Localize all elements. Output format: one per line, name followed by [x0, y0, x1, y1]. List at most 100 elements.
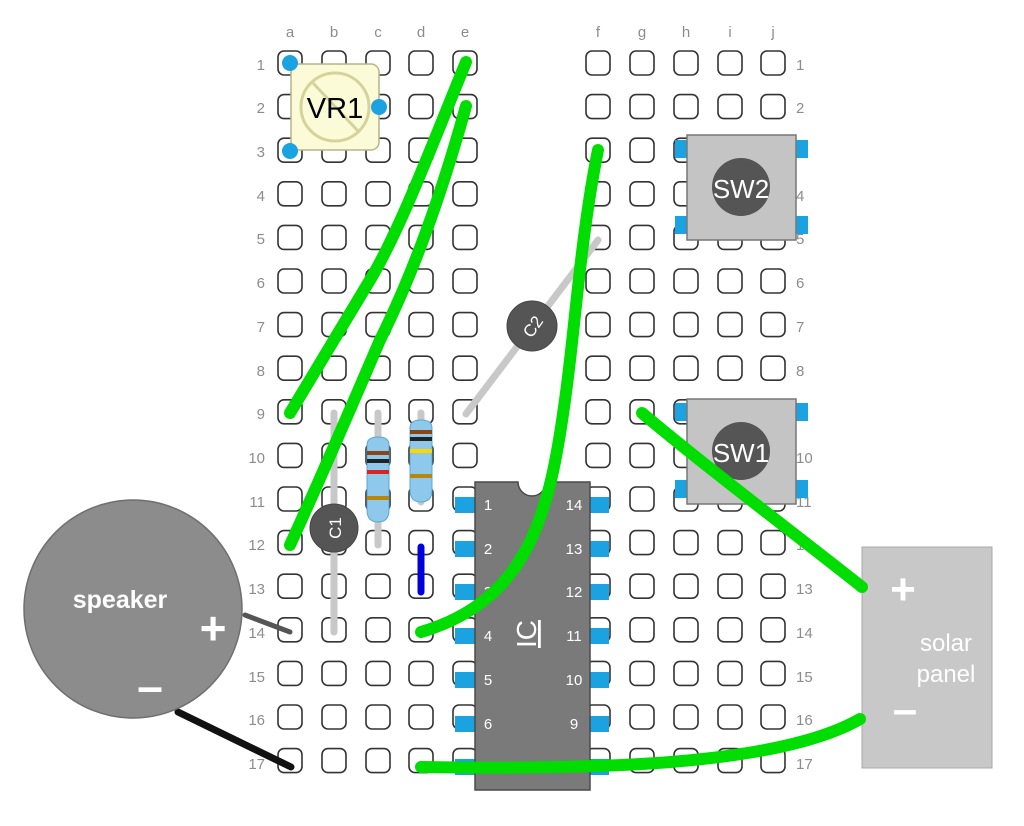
hole-i15[interactable] — [717, 660, 743, 687]
hole-g12[interactable] — [629, 529, 655, 556]
hole-i12[interactable] — [717, 529, 743, 556]
hole-c17[interactable] — [365, 747, 391, 774]
green-wire-d17-solar-minus[interactable] — [415, 713, 866, 774]
hole-h14[interactable] — [673, 616, 699, 643]
hole-a16[interactable] — [277, 704, 303, 730]
hole-f1[interactable] — [585, 50, 611, 76]
switch-sw2[interactable]: SW2 — [675, 134, 808, 241]
hole-a7[interactable] — [277, 311, 303, 338]
hole-d1[interactable] — [408, 50, 434, 76]
hole-a8[interactable] — [277, 355, 303, 382]
hole-g6[interactable] — [629, 268, 655, 294]
green-wire-f3-d14[interactable] — [415, 144, 604, 638]
hole-h8[interactable] — [673, 355, 699, 382]
hole-b17[interactable] — [321, 747, 347, 774]
hole-j2[interactable] — [760, 93, 786, 120]
hole-b5[interactable] — [321, 224, 347, 251]
capacitor-c2[interactable]: C2 — [462, 236, 602, 418]
hole-i14[interactable] — [717, 616, 743, 643]
resistor-d[interactable] — [409, 409, 433, 506]
hole-i1[interactable] — [717, 50, 743, 76]
hole-f9[interactable] — [585, 398, 611, 425]
hole-d2[interactable] — [408, 93, 434, 120]
hole-a13[interactable] — [277, 573, 303, 600]
hole-h6[interactable] — [673, 268, 699, 294]
hole-c13[interactable] — [365, 573, 391, 600]
hole-f7[interactable] — [585, 311, 611, 338]
hole-b6[interactable] — [321, 268, 347, 294]
hole-j13[interactable] — [760, 573, 786, 600]
hole-h15[interactable] — [673, 660, 699, 687]
hole-c15[interactable] — [365, 660, 391, 687]
hole-g13[interactable] — [629, 573, 655, 600]
vr1-potentiometer[interactable]: VR1 — [282, 55, 387, 159]
hole-h13[interactable] — [673, 573, 699, 600]
hole-g10[interactable] — [629, 442, 655, 469]
hole-d15[interactable] — [408, 660, 434, 687]
ic-pin-13-leg — [589, 541, 609, 557]
hole-b16[interactable] — [321, 704, 347, 730]
hole-h7[interactable] — [673, 311, 699, 338]
hole-b4[interactable] — [321, 181, 347, 207]
hole-h12[interactable] — [673, 529, 699, 556]
hole-g3[interactable] — [629, 137, 655, 163]
hole-j6[interactable] — [760, 268, 786, 294]
hole-h16[interactable] — [673, 704, 699, 730]
hole-j15[interactable] — [760, 660, 786, 687]
hole-g4[interactable] — [629, 181, 655, 207]
hole-a5[interactable] — [277, 224, 303, 251]
hole-e7[interactable] — [452, 311, 478, 338]
hole-f10[interactable] — [585, 442, 611, 469]
hole-g11[interactable] — [629, 486, 655, 512]
hole-d8[interactable] — [408, 355, 434, 382]
hole-e6[interactable] — [452, 268, 478, 294]
hole-h2[interactable] — [673, 93, 699, 120]
hole-i2[interactable] — [717, 93, 743, 120]
hole-g5[interactable] — [629, 224, 655, 251]
row-labels-left: 1 2 3 4 5 6 7 8 9 10 11 12 13 14 15 16 1… — [248, 57, 265, 773]
hole-d16[interactable] — [408, 704, 434, 730]
green-wire-e1-a9[interactable] — [284, 56, 472, 419]
hole-i6[interactable] — [717, 268, 743, 294]
resistor-c[interactable] — [366, 409, 390, 549]
hole-g16[interactable] — [629, 704, 655, 730]
hole-c16[interactable] — [365, 704, 391, 730]
hole-g1[interactable] — [629, 50, 655, 76]
green-wire-g9-solar-plus[interactable] — [636, 407, 868, 593]
hole-a11[interactable] — [277, 486, 303, 512]
speaker[interactable]: speaker + – — [23, 499, 295, 771]
hole-e4[interactable] — [452, 181, 478, 207]
hole-g2[interactable] — [629, 93, 655, 120]
hole-f8[interactable] — [585, 355, 611, 382]
hole-g15[interactable] — [629, 660, 655, 687]
hole-j14[interactable] — [760, 616, 786, 643]
hole-g8[interactable] — [629, 355, 655, 382]
hole-i8[interactable] — [717, 355, 743, 382]
hole-j1[interactable] — [760, 50, 786, 76]
hole-e10[interactable] — [452, 442, 478, 469]
hole-a10[interactable] — [277, 442, 303, 469]
hole-j7[interactable] — [760, 311, 786, 338]
hole-h1[interactable] — [673, 50, 699, 76]
hole-a15[interactable] — [277, 660, 303, 687]
hole-j16[interactable] — [760, 704, 786, 730]
hole-g14[interactable] — [629, 616, 655, 643]
hole-a6[interactable] — [277, 268, 303, 294]
hole-e5[interactable] — [452, 224, 478, 251]
hole-i7[interactable] — [717, 311, 743, 338]
hole-f6[interactable] — [585, 268, 611, 294]
hole-i13[interactable] — [717, 573, 743, 600]
hole-j12[interactable] — [760, 529, 786, 556]
hole-f2[interactable] — [585, 93, 611, 120]
hole-c4[interactable] — [365, 181, 391, 207]
hole-i16[interactable] — [717, 704, 743, 730]
hole-c14[interactable] — [365, 616, 391, 643]
hole-e8[interactable] — [452, 355, 478, 382]
hole-d7[interactable] — [408, 311, 434, 338]
solar-panel[interactable]: + solar panel – — [861, 546, 993, 769]
hole-b15[interactable] — [321, 660, 347, 687]
green-wire-e2-a12[interactable] — [284, 100, 472, 551]
hole-j8[interactable] — [760, 355, 786, 382]
hole-a4[interactable] — [277, 181, 303, 207]
hole-g7[interactable] — [629, 311, 655, 338]
